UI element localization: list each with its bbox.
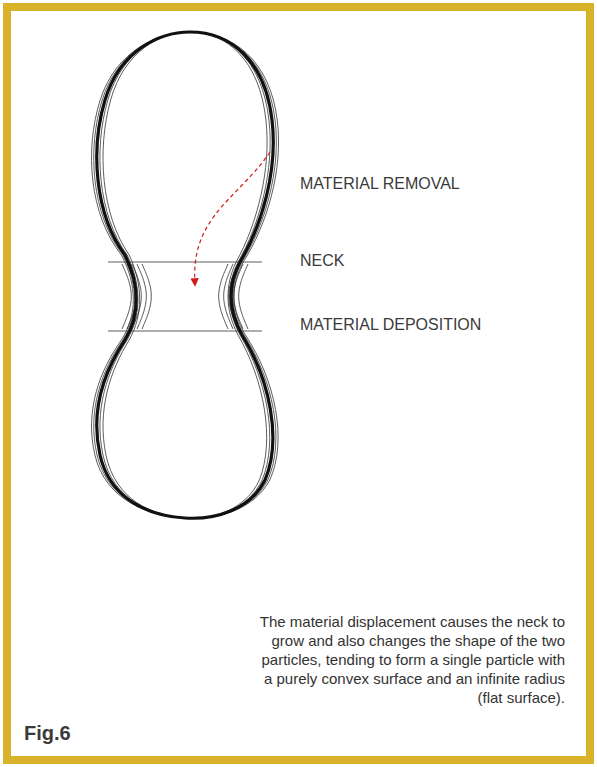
- flow-arrow: [195, 152, 270, 285]
- figure-frame: [3, 3, 594, 764]
- deposition-trace: [122, 264, 131, 329]
- deposition-trace: [239, 264, 248, 329]
- particle-outline: [97, 32, 273, 518]
- process-label: MATERIAL REMOVAL: [300, 175, 460, 193]
- shape-trace: [94, 32, 277, 518]
- figure-caption: The material displacement causes the nec…: [255, 612, 565, 707]
- part-label: NECK: [300, 252, 344, 270]
- process-label: MATERIAL DEPOSITION: [300, 316, 481, 334]
- figure-number: Fig.6: [24, 722, 71, 745]
- shape-trace: [103, 32, 267, 518]
- shape-trace: [92, 32, 279, 518]
- shape-trace: [100, 32, 270, 518]
- deposition-trace: [219, 264, 228, 329]
- deposition-trace: [142, 264, 151, 329]
- deposition-trace: [137, 264, 146, 329]
